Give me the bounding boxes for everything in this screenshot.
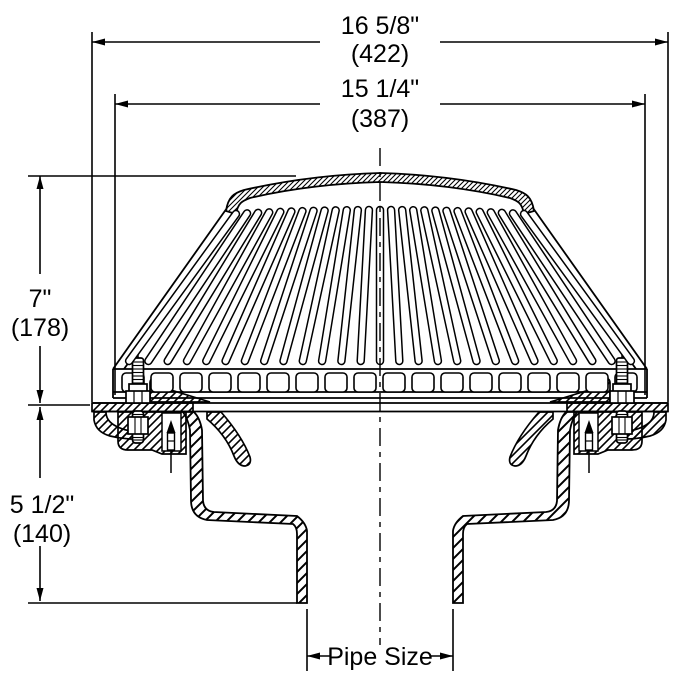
ring-slot — [353, 372, 377, 393]
ring-slot — [411, 372, 435, 393]
ring-slot — [585, 372, 609, 393]
flashing-clamp-arm-right — [508, 411, 554, 467]
dim-strainer-width-inches: 15 1/4" — [341, 75, 419, 103]
arrow-left-icon — [307, 652, 320, 660]
clamp-bolt-left — [125, 343, 151, 444]
dim-overall-width-inches: 16 5/8" — [341, 12, 419, 40]
underdeck-screws — [161, 412, 599, 473]
bowl-wall-right — [452, 411, 579, 604]
ring-slot — [266, 372, 290, 393]
dimension-labels: 16 5/8" (422) 15 1/4" (387) 7" (178) 5 1… — [10, 12, 433, 671]
arrow-right-icon — [632, 100, 645, 108]
ring-slot — [527, 372, 551, 393]
ring-slot — [150, 372, 174, 393]
underdeck-screw-left — [166, 420, 176, 473]
dimension-dome-height — [28, 175, 296, 406]
ring-slot — [440, 372, 464, 393]
ring-slot — [208, 372, 232, 393]
flange-strip-left — [91, 402, 194, 413]
arrow-up-icon — [36, 407, 44, 420]
ring-slot — [498, 372, 522, 393]
dim-strainer-width-mm: (387) — [351, 105, 409, 133]
ring-slot — [382, 372, 406, 393]
dim-sump-depth-mm: (140) — [13, 520, 71, 548]
dim-dome-height-mm: (178) — [11, 314, 69, 342]
sump-bowl-section — [181, 411, 579, 604]
dim-dome-height-inches: 7" — [29, 285, 52, 313]
pipe-size-label: Pipe Size — [327, 643, 433, 671]
ring-slot — [469, 372, 493, 393]
dimension-pipe-size — [306, 609, 454, 671]
dome-edge-right-outer — [532, 207, 648, 370]
arrow-down-icon — [36, 390, 44, 403]
arrow-right-icon — [655, 38, 668, 46]
arrow-down-icon — [36, 588, 44, 601]
dim-sump-depth-inches: 5 1/2" — [10, 491, 74, 519]
screw-tip-icon — [166, 420, 176, 433]
dome-slots — [124, 205, 636, 366]
arrow-up-icon — [36, 176, 44, 189]
underdeck-screw-right — [584, 420, 594, 473]
ring-slot — [556, 372, 580, 393]
clamp-bolt-right — [609, 343, 635, 444]
arrow-left-icon — [115, 100, 128, 108]
ring-slot — [324, 372, 348, 393]
dimension-overall-width — [91, 32, 669, 402]
bowl-wall-left — [181, 411, 308, 604]
arrow-left-icon — [92, 38, 105, 46]
dim-overall-width-mm: (422) — [351, 40, 409, 68]
dimension-lines — [28, 32, 669, 671]
dimension-strainer-width — [114, 94, 646, 395]
dimension-sump-depth — [28, 407, 297, 604]
dome-edge-left-outer — [112, 207, 228, 370]
ring-slot — [237, 372, 261, 393]
ring-slot — [179, 372, 203, 393]
flashing-clamp-arm-left — [206, 411, 252, 467]
ring-slot — [295, 372, 319, 393]
flange-strip-right — [566, 402, 669, 413]
arrow-right-icon — [440, 652, 453, 660]
screw-tip-icon — [584, 420, 594, 433]
